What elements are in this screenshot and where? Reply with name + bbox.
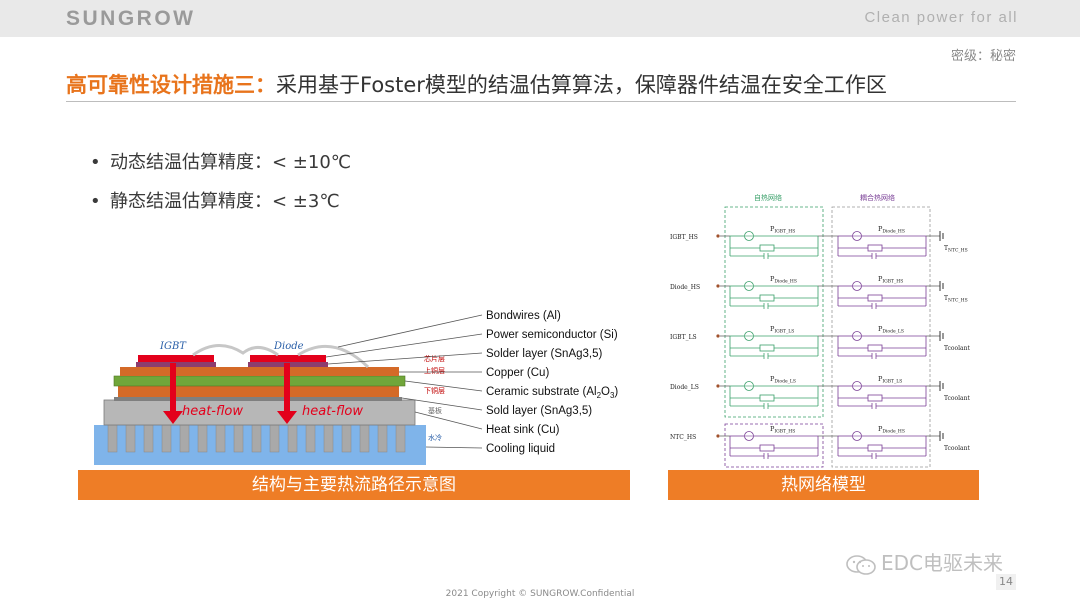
slide-title: 高可靠性设计措施三：采用基于Foster模型的结温估算算法，保障器件结温在安全工… <box>66 69 887 99</box>
node-label-0: IGBT_HS <box>670 234 698 241</box>
label-power-semiconductor: Power semiconductor (Si) <box>486 329 618 341</box>
node-label-4: NTC_HS <box>670 434 696 441</box>
node-label-1: Diode_HS <box>670 284 700 291</box>
top-bar: SUNGROW Clean power for all <box>0 0 1080 37</box>
diode-chip <box>250 355 326 362</box>
self-cell-4 <box>729 431 819 459</box>
top-copper-layer <box>120 367 399 376</box>
self-cell-4-label: PIGBT_HS <box>770 425 795 435</box>
heat-sink-base <box>103 399 416 426</box>
node-terminal-1 <box>716 284 720 288</box>
coupling-network-title: 耦合热网络 <box>860 193 895 202</box>
cn-top-copper: 上铜层 <box>424 366 445 375</box>
self-cell-3 <box>729 381 819 409</box>
coupling-cell-1-label: PIGBT_HS <box>878 275 903 285</box>
igbt-label: IGBT <box>159 341 187 352</box>
watermark: EDC电驱未来 <box>845 547 1003 576</box>
node-terminal-3 <box>716 384 720 388</box>
label-sold-layer: Sold layer (SnAg3,5) <box>486 405 592 417</box>
self-network-title: 自热网络 <box>754 193 782 202</box>
footer-copyright: 2021 Copyright © SUNGROW.Confidential <box>445 589 635 599</box>
sold-layer <box>114 397 402 401</box>
node-label-2: IGBT_LS <box>670 334 697 341</box>
title-rest: 采用基于Foster模型的结温估算算法，保障器件结温在安全工作区 <box>276 73 887 97</box>
coupling-cell-2 <box>837 331 927 359</box>
heat-sink-fins <box>107 424 406 453</box>
cn-water: 水冷 <box>428 433 442 442</box>
self-cell-2 <box>729 331 819 359</box>
structure-caption: 结构与主要热流路径示意图 <box>78 470 630 500</box>
bullet-list: •动态结温估算精度：< ±10℃ •静态结温估算精度：< ±3℃ <box>90 148 351 226</box>
label-ceramic-substrate: Ceramic substrate (Al2O3) <box>486 386 618 400</box>
label-bondwires: Bondwires (Al) <box>486 310 561 322</box>
coupling-cell-4-label: PDiode_HS <box>878 425 905 435</box>
temperature-label-4: Tcoolant <box>944 445 970 452</box>
coupling-cell-0-label: PDiode_HS <box>878 225 905 235</box>
diode-label: Diode <box>273 341 304 352</box>
network-rows: IGBT_HS PIGBT_HS PDiode_HS TNTC_HS Diode_HS P… <box>670 225 970 459</box>
node-terminal-4 <box>716 434 720 438</box>
temperature-label-1: TNTC_HS <box>944 295 968 304</box>
self-cell-0 <box>729 231 819 259</box>
label-solder-layer: Solder layer (SnAg3,5) <box>486 348 603 360</box>
network-caption: 热网络模型 <box>668 470 979 500</box>
node-label-3: Diode_LS <box>670 384 699 391</box>
leader-lines <box>325 314 483 449</box>
label-copper: Copper (Cu) <box>486 367 549 379</box>
self-cell-3-label: PDiode_LS <box>770 375 796 385</box>
cn-chip-layer: 芯片层 <box>424 354 445 363</box>
wechat-icon <box>846 554 876 575</box>
ceramic-substrate <box>113 375 406 387</box>
node-terminal-2 <box>716 334 720 338</box>
sungrow-logo: SUNGROW <box>66 7 196 30</box>
node-terminal-0 <box>716 234 720 238</box>
coupling-network-box <box>831 206 931 468</box>
temperature-label-2: Tcoolant <box>944 345 970 352</box>
heat-flow-label-1: heat-flow <box>182 404 243 419</box>
coupling-cell-1 <box>837 281 927 309</box>
heat-flow-arrows <box>163 363 297 424</box>
watermark-text: EDC电驱未来 <box>881 551 1004 575</box>
cn-bottom-copper: 下铜层 <box>424 386 445 395</box>
self-cell-2-label: PIGBT_LS <box>770 325 794 335</box>
bondwire-2 <box>297 344 370 369</box>
thermal-network-panel: 自热网络 耦合热网络 IGBT_HS PIGBT_HS PDiode_HS TNTC_… <box>668 188 979 500</box>
page-number: 14 <box>996 574 1016 590</box>
structure-diagram: IGBT Diode heat-flow heat-flow 芯片层 上铜层 下… <box>94 310 618 465</box>
coupling-cell-4 <box>837 431 927 459</box>
coupling-cell-3-label: PIGBT_LS <box>878 375 902 385</box>
bullet-item: •动态结温估算精度：< ±10℃ <box>90 152 352 173</box>
coupling-cell-0 <box>837 231 927 259</box>
ntc-self-box <box>724 423 824 468</box>
structure-diagram-panel: IGBT Diode heat-flow heat-flow 芯片层 上铜层 下… <box>78 297 630 500</box>
self-cell-0-label: PIGBT_HS <box>770 225 795 235</box>
label-heat-sink: Heat sink (Cu) <box>486 424 560 436</box>
bullet-item: •静态结温估算精度：< ±3℃ <box>90 191 340 212</box>
temperature-label-3: Tcoolant <box>944 395 970 402</box>
temperature-label-0: TNTC_HS <box>944 245 968 254</box>
cn-base: 基板 <box>428 406 442 415</box>
igbt-chip <box>138 355 214 362</box>
heat-flow-label-2: heat-flow <box>302 404 363 419</box>
title-divider <box>66 101 1016 102</box>
bottom-copper-layer <box>118 386 399 397</box>
coupling-cell-3 <box>837 381 927 409</box>
confidentiality-label: 密级：秘密 <box>950 49 1016 64</box>
slogan: Clean power for all <box>864 9 1018 26</box>
label-cooling-liquid: Cooling liquid <box>486 443 555 455</box>
coupling-cell-2-label: PDiode_LS <box>878 325 904 335</box>
self-cell-1-label: PDiode_HS <box>770 275 797 285</box>
self-cell-1 <box>729 281 819 309</box>
thermal-network-diagram: 自热网络 耦合热网络 IGBT_HS PIGBT_HS PDiode_HS TNTC_… <box>670 193 970 468</box>
title-emphasis: 高可靠性设计措施三： <box>66 73 276 97</box>
bondwire-1 <box>192 344 279 357</box>
self-network-box <box>724 206 824 418</box>
